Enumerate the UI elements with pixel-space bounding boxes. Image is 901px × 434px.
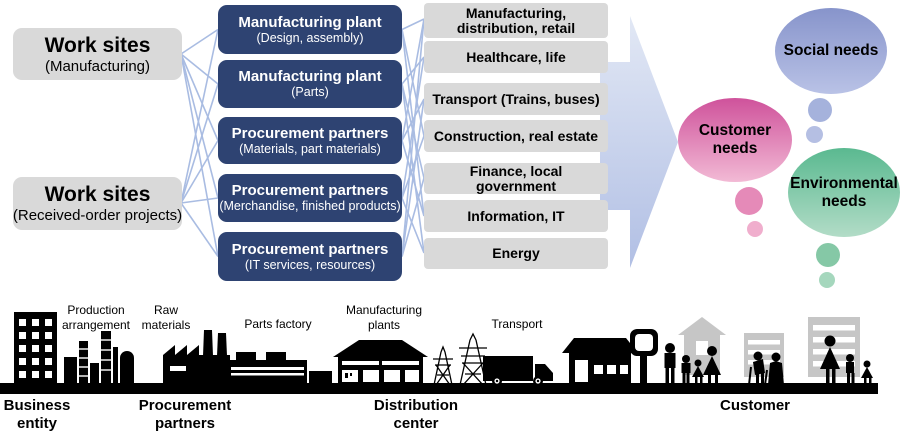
- box-subtitle: (Parts): [291, 85, 329, 99]
- transport-label: Transport: [491, 317, 543, 331]
- work-sites-received-order-box: Work sites (Received-order projects): [13, 177, 182, 230]
- work-sites-manufacturing-box: Work sites (Manufacturing): [13, 28, 182, 80]
- ground-bar: [0, 383, 878, 394]
- box-title: Procurement partners: [231, 240, 389, 258]
- warehouse-icon: [333, 340, 428, 385]
- flow-arrow: [600, 16, 678, 268]
- chemical-plant-icon: [64, 331, 134, 385]
- parts-factory-label: Parts factory: [244, 317, 312, 331]
- industry-box-manufacturing-distribution-retail: Manufacturing, distribution, retail: [424, 3, 608, 38]
- box-subtitle: (Merchandise, finished products): [219, 199, 401, 213]
- stage-label-distribution-center: Distribution center: [373, 397, 459, 432]
- environmental-needs-label: Environmental needs: [790, 174, 898, 210]
- customer-needs-label: Customer needs: [698, 122, 772, 157]
- environmental-bubble-tail-large: [816, 243, 840, 267]
- customer-bubble-tail-small: [747, 221, 763, 237]
- environmental-needs-bubble: Environmental needs: [788, 148, 900, 237]
- industry-box-transport: Transport (Trains, buses): [424, 83, 608, 115]
- stage-label-procurement-partners: Procurement partners: [138, 397, 232, 432]
- truck-icon: [483, 356, 553, 386]
- industry-box-healthcare-life: Healthcare, life: [424, 41, 608, 73]
- factory-raw-materials-icon: [163, 330, 230, 385]
- industry-box-finance-local-government: Finance, local government: [424, 163, 608, 194]
- customer-scene-icon: [664, 317, 873, 385]
- industry-box-construction-real-estate: Construction, real estate: [424, 120, 608, 152]
- customer-bubble-tail-large: [735, 187, 763, 215]
- connector-and-arrow-layer: [180, 16, 678, 268]
- manufacturing-plant-design-box: Manufacturing plant (Design, assembly): [218, 5, 402, 54]
- customer-needs-bubble: Customer needs: [678, 98, 792, 182]
- power-lines-icon: [433, 332, 487, 385]
- work-sites-subtitle: (Received-order projects): [12, 207, 183, 224]
- industry-box-energy: Energy: [424, 238, 608, 269]
- connector-lines-right: [401, 18, 425, 257]
- production-arrangement-label: Production arrangement: [61, 303, 131, 332]
- office-building-icon: [14, 312, 57, 385]
- box-title: Manufacturing plant: [238, 68, 382, 85]
- box-subtitle: (IT services, resources): [244, 257, 376, 272]
- connector-lines-left: [180, 28, 219, 257]
- manufacturing-plant-parts-box: Manufacturing plant (Parts): [218, 60, 402, 108]
- box-title: Procurement partners: [231, 124, 389, 142]
- work-sites-title: Work sites: [44, 33, 151, 57]
- procurement-partners-merchandise-box: Procurement partners (Merchandise, finis…: [218, 174, 402, 222]
- social-needs-label: Social needs: [783, 42, 879, 59]
- elderly-couple-icon: [748, 351, 784, 385]
- box-subtitle: (Design, assembly): [256, 30, 364, 45]
- store-icon: [562, 329, 658, 386]
- box-title: Manufacturing plant: [238, 13, 382, 31]
- social-needs-bubble: Social needs: [775, 8, 887, 94]
- social-bubble-tail-large: [808, 98, 832, 122]
- manufacturing-plants-label: Manufacturing plants: [345, 303, 423, 332]
- family-icon: [664, 343, 721, 385]
- stage-label-business-entity: Business entity: [3, 397, 71, 432]
- parts-factory-icon: [228, 352, 332, 385]
- procurement-partners-it-box: Procurement partners (IT services, resou…: [218, 232, 402, 281]
- stage-label-customer: Customer: [719, 397, 790, 414]
- work-sites-title: Work sites: [44, 183, 151, 206]
- raw-materials-label: Raw materials: [141, 303, 191, 332]
- social-bubble-tail-small: [806, 126, 823, 143]
- box-title: Procurement partners: [231, 182, 389, 199]
- industry-box-information-it: Information, IT: [424, 200, 608, 232]
- procurement-partners-materials-box: Procurement partners (Materials, part ma…: [218, 117, 402, 164]
- box-subtitle: (Materials, part materials): [239, 141, 381, 156]
- work-sites-subtitle: (Manufacturing): [44, 57, 151, 75]
- environmental-bubble-tail-small: [819, 272, 835, 288]
- mother-children-icon: [820, 335, 873, 385]
